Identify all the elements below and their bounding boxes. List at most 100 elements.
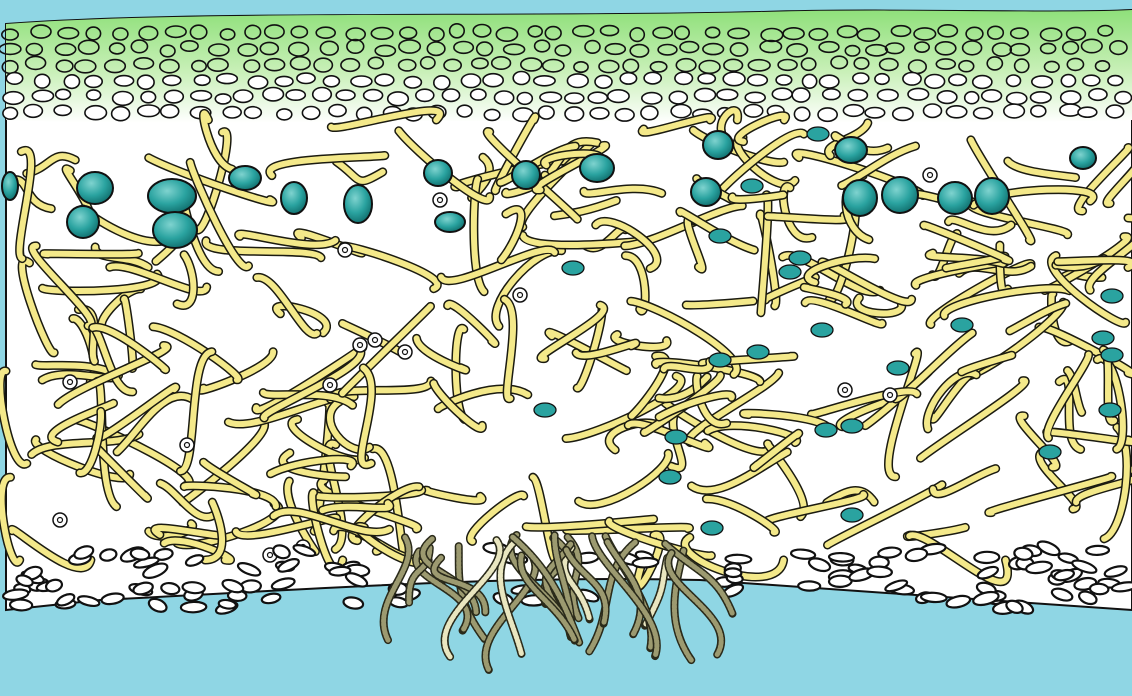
small-alga-cell (709, 353, 731, 367)
lower-cortex-cell (633, 557, 659, 568)
cortex-cell (776, 75, 792, 85)
cortex-cell (114, 76, 133, 86)
cortex-cell (1089, 89, 1107, 101)
cortex-cell (534, 76, 555, 86)
cortex-cell (1031, 92, 1052, 103)
cortex-cell (388, 92, 409, 106)
cortex-cell (748, 75, 768, 86)
cortex-cell (595, 75, 612, 88)
spore-ring (180, 438, 194, 452)
cortex-cell (878, 89, 899, 101)
cortex-cell (820, 75, 839, 88)
cortex-cell (375, 74, 394, 86)
spore-ring (883, 388, 897, 402)
cortex-cell (215, 94, 231, 104)
spore-ring (923, 168, 937, 182)
small-alga-cell (534, 403, 556, 417)
cortex-cell (925, 75, 945, 89)
cortex-cell (351, 76, 372, 87)
cortex-cell (974, 108, 993, 119)
cortex-cell (539, 106, 555, 119)
small-alga-cell (659, 470, 681, 484)
cortex-cell (965, 92, 979, 104)
cortex-cell (3, 107, 18, 119)
lower-cortex-cell (147, 596, 169, 614)
small-alga-cell (815, 423, 837, 437)
small-alga-cell (709, 229, 731, 243)
alga-cell (580, 154, 614, 182)
alga-cell (691, 178, 721, 206)
cortex-cell (588, 92, 607, 103)
cortex-cell (302, 107, 319, 120)
cortex-cell (297, 73, 315, 83)
cortex-cell (717, 89, 738, 100)
cortex-cell (772, 88, 792, 100)
cortex-cell (644, 72, 661, 84)
spore-ring (353, 338, 367, 352)
cortex-cell (442, 89, 459, 101)
cortex-cell (54, 105, 71, 115)
cortex-cell (35, 74, 50, 88)
cortex-cell (223, 107, 241, 118)
cortex-cell (1106, 105, 1124, 118)
cortex-cell (138, 105, 160, 117)
lower-cortex-cell (725, 554, 751, 563)
small-alga-cell (807, 127, 829, 141)
cortex-cell (641, 106, 658, 120)
cortex-cell (903, 73, 921, 86)
lower-cortex-cell (867, 566, 892, 578)
cortex-cell (404, 77, 421, 88)
cortex-cell (277, 109, 292, 120)
cortex-cell (163, 75, 181, 85)
spore-ring (53, 513, 67, 527)
cortex-cell (949, 74, 967, 85)
alga-cell (229, 166, 261, 190)
cortex-cell (1007, 93, 1027, 105)
alga-cell (938, 182, 972, 214)
small-alga-cell (1101, 289, 1123, 303)
cortex-cell (565, 93, 584, 103)
alga-cell (67, 206, 99, 238)
small-alga-cell (701, 521, 723, 535)
cortex-cell (1031, 105, 1046, 116)
small-alga-cell (841, 508, 863, 522)
cortex-cell (495, 91, 514, 104)
cortex-cell (165, 90, 184, 103)
alga-cell (435, 212, 465, 232)
spore-ring (63, 375, 77, 389)
alga-cell (843, 180, 877, 216)
spore-ring (838, 383, 852, 397)
cortex-cell (286, 90, 305, 100)
spore-ring (368, 333, 382, 347)
cortex-cell (848, 90, 867, 101)
cortex-cell (875, 74, 889, 85)
cortex-cell (865, 108, 885, 118)
cortex-cell (794, 107, 809, 121)
lower-cortex-cell (181, 601, 207, 612)
small-alga-cell (811, 323, 833, 337)
cortex-cell (85, 106, 107, 120)
cortex-cell (937, 91, 957, 104)
lower-cortex-cell (724, 568, 741, 577)
cortex-cell (1061, 75, 1075, 87)
small-alga-cell (1101, 348, 1123, 362)
alga-cell (77, 172, 113, 204)
small-alga-cell (665, 430, 687, 444)
cortex-cell (924, 104, 942, 117)
cortex-cell (615, 109, 634, 121)
cortex-cell (1115, 92, 1132, 104)
cortex-cell (1061, 91, 1081, 104)
alga-cell (703, 131, 733, 159)
cortex-cell (893, 108, 913, 121)
lower-cortex-cell (1086, 545, 1109, 555)
small-alga-cell (562, 261, 584, 275)
cortex-cell (113, 92, 134, 106)
cortex-cell (161, 105, 179, 118)
lower-cortex-cell (343, 596, 364, 610)
spore-ring (513, 288, 527, 302)
cortex-cell (803, 74, 817, 88)
cortex-cell (567, 74, 588, 88)
alga-cell (148, 179, 196, 213)
cortex-cell (565, 107, 584, 121)
